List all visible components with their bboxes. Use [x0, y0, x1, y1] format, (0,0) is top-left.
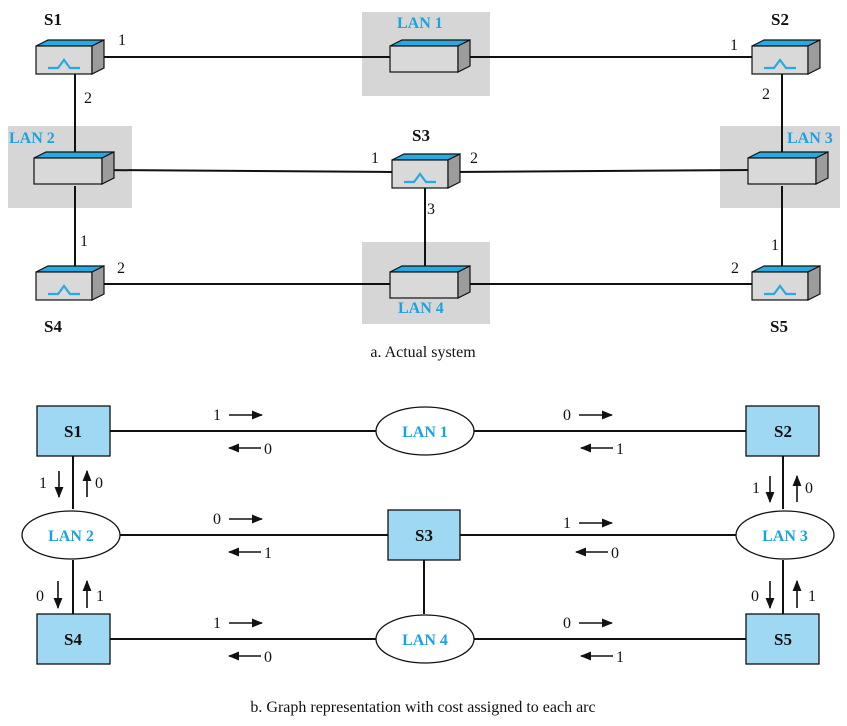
cost-lan1-s2-fwd: 0 — [563, 407, 571, 424]
graph-label-lan4: LAN 4 — [402, 632, 448, 649]
actual-system-diagram: S1 S2 S3 S4 S5 LAN 1 LAN 2 LAN 3 LAN 4 1… — [8, 10, 840, 361]
cost-s2-lan3-up: 0 — [805, 480, 813, 497]
cost-lan1-s2-back: 1 — [616, 441, 624, 458]
s4-bridge-device — [35, 265, 105, 301]
cost-lan2-s3-back: 1 — [264, 545, 272, 562]
graph-node-lan4 — [375, 614, 475, 664]
lan1-hub-device — [389, 39, 471, 73]
graph-label-lan3: LAN 3 — [762, 528, 808, 545]
cost-s1-lan1-back: 0 — [264, 441, 272, 458]
cost-lan2-s4-down: 0 — [36, 588, 44, 605]
graph-label-s5: S5 — [774, 630, 792, 649]
s5-bridge-device — [751, 265, 821, 301]
graph-node-s2 — [745, 405, 820, 457]
cost-lan4-s5-fwd: 0 — [563, 615, 571, 632]
cost-lan4-s5-back: 1 — [616, 649, 624, 666]
port-s3-lan2: 1 — [371, 150, 379, 167]
s4-label: S4 — [44, 317, 62, 336]
lan3-hub-device — [747, 151, 829, 185]
graph-node-s4 — [36, 613, 111, 665]
cost-lan3-s5-down: 0 — [751, 588, 759, 605]
graph-node-lan1 — [375, 406, 475, 456]
caption-graph-representation: b. Graph representation with cost assign… — [250, 699, 595, 716]
caption-actual-system: a. Actual system — [370, 344, 476, 361]
s1-label: S1 — [44, 10, 62, 29]
cost-s1-lan2-up: 0 — [95, 475, 103, 492]
port-s2-lan1: 1 — [730, 37, 738, 54]
cost-s2-lan3-down: 1 — [752, 480, 760, 497]
graph-diagram: S1 S2 S3 S4 S5 LAN 1 LAN 2 LAN 3 LAN 4 1… — [21, 405, 835, 716]
cost-lan2-s4-up: 1 — [96, 588, 104, 605]
cost-lan2-s3-fwd: 0 — [213, 511, 221, 528]
port-s1-lan2: 2 — [84, 90, 92, 107]
port-s5-lan4: 2 — [731, 260, 739, 277]
port-s4-lan2: 1 — [80, 233, 88, 250]
lan3-label: LAN 3 — [787, 130, 833, 147]
graph-label-s4: S4 — [64, 630, 82, 649]
lan2-label: LAN 2 — [9, 130, 55, 147]
s3-bridge-device — [391, 153, 461, 189]
graph-label-s3: S3 — [415, 526, 433, 545]
cost-s3-lan3-fwd: 1 — [563, 515, 571, 532]
cost-lan3-s5-up: 1 — [808, 588, 816, 605]
graph-node-lan2 — [21, 510, 121, 560]
port-s2-lan3: 2 — [762, 86, 770, 103]
graph-node-s3 — [387, 509, 461, 561]
graph-label-s1: S1 — [64, 422, 82, 441]
s2-label: S2 — [771, 10, 789, 29]
port-s3-lan3: 2 — [470, 150, 478, 167]
s2-bridge-device — [751, 39, 821, 75]
lan4-hub-device — [389, 265, 471, 299]
wire-lan2-s3 — [99, 169, 393, 173]
graph-node-s1 — [36, 405, 111, 457]
wire-s3-lan3 — [451, 169, 753, 173]
port-s5-lan3: 1 — [771, 237, 779, 254]
graph-label-s2: S2 — [774, 422, 792, 441]
cost-s4-lan4-fwd: 1 — [213, 615, 221, 632]
lan4-label: LAN 4 — [398, 300, 444, 317]
cost-s3-lan3-back: 0 — [611, 545, 619, 562]
graph-node-s5 — [745, 613, 820, 665]
s1-bridge-device — [35, 39, 105, 75]
graph-label-lan1: LAN 1 — [402, 424, 448, 441]
s5-label: S5 — [770, 317, 788, 336]
lan2-hub-device — [33, 151, 115, 185]
s3-label: S3 — [412, 126, 430, 145]
graph-label-lan2: LAN 2 — [48, 528, 94, 545]
cost-s1-lan2-down: 1 — [39, 475, 47, 492]
port-s1-lan1: 1 — [118, 32, 126, 49]
cost-s4-lan4-back: 0 — [264, 649, 272, 666]
port-s3-lan4: 3 — [427, 201, 435, 218]
graph-node-lan3 — [735, 510, 835, 560]
port-s4-lan4: 2 — [117, 260, 125, 277]
cost-s1-lan1-fwd: 1 — [213, 407, 221, 424]
lan1-label: LAN 1 — [397, 15, 443, 32]
